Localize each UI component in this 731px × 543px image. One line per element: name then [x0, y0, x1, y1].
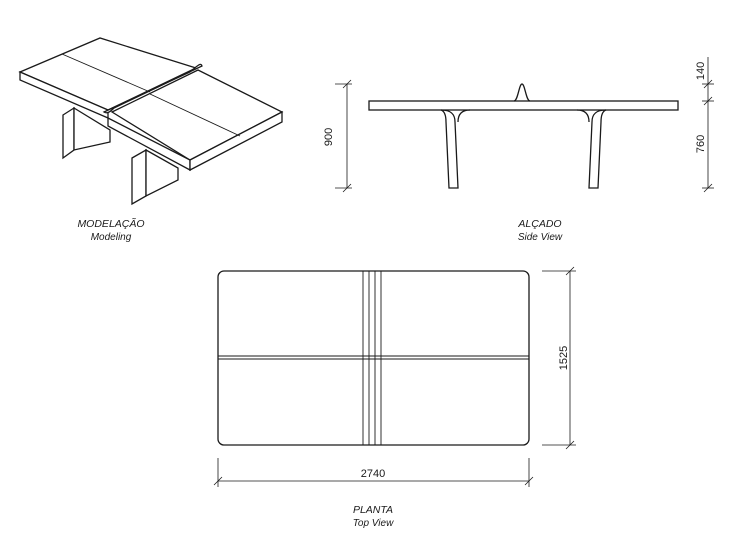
side-view-title: ALÇADO	[517, 218, 561, 230]
top-view-title: PLANTA	[353, 504, 393, 516]
dim-label-760: 760	[695, 135, 707, 153]
top-view	[217, 270, 530, 446]
iso-seam-left	[61, 53, 151, 93]
iso-right-leg-side	[145, 148, 179, 198]
side-right-leg	[588, 109, 607, 189]
modeling-title: MODELAÇÃO	[77, 217, 144, 230]
iso-left-leg-side	[73, 106, 111, 151]
side-left-leg	[440, 109, 459, 189]
side-top-slab	[368, 100, 679, 111]
iso-left-leg-front	[62, 106, 75, 160]
side-view-subtitle: Side View	[518, 232, 563, 243]
dim-label-1525: 1525	[558, 346, 570, 370]
iso-right-leg-front	[131, 148, 147, 206]
side-net	[513, 83, 531, 102]
side-view	[368, 83, 679, 189]
dimension-2740	[213, 458, 534, 487]
dim-label-2740: 2740	[361, 468, 385, 480]
side-left-leg-fillet	[457, 109, 471, 123]
iso-top-right-edge-front	[189, 110, 283, 172]
side-right-leg-fillet	[576, 109, 590, 123]
dim-label-140: 140	[695, 62, 707, 80]
iso-net-ridge	[102, 63, 203, 114]
dimension-900	[335, 79, 352, 193]
dim-label-900: 900	[323, 128, 335, 146]
modeling-subtitle: Modeling	[91, 232, 132, 243]
isometric-view	[18, 37, 284, 206]
dimension-1525	[542, 266, 576, 450]
dimension-140-760	[702, 57, 714, 193]
top-view-subtitle: Top View	[353, 518, 394, 529]
top-table-outline	[217, 270, 530, 446]
iso-seam-right	[149, 93, 241, 137]
